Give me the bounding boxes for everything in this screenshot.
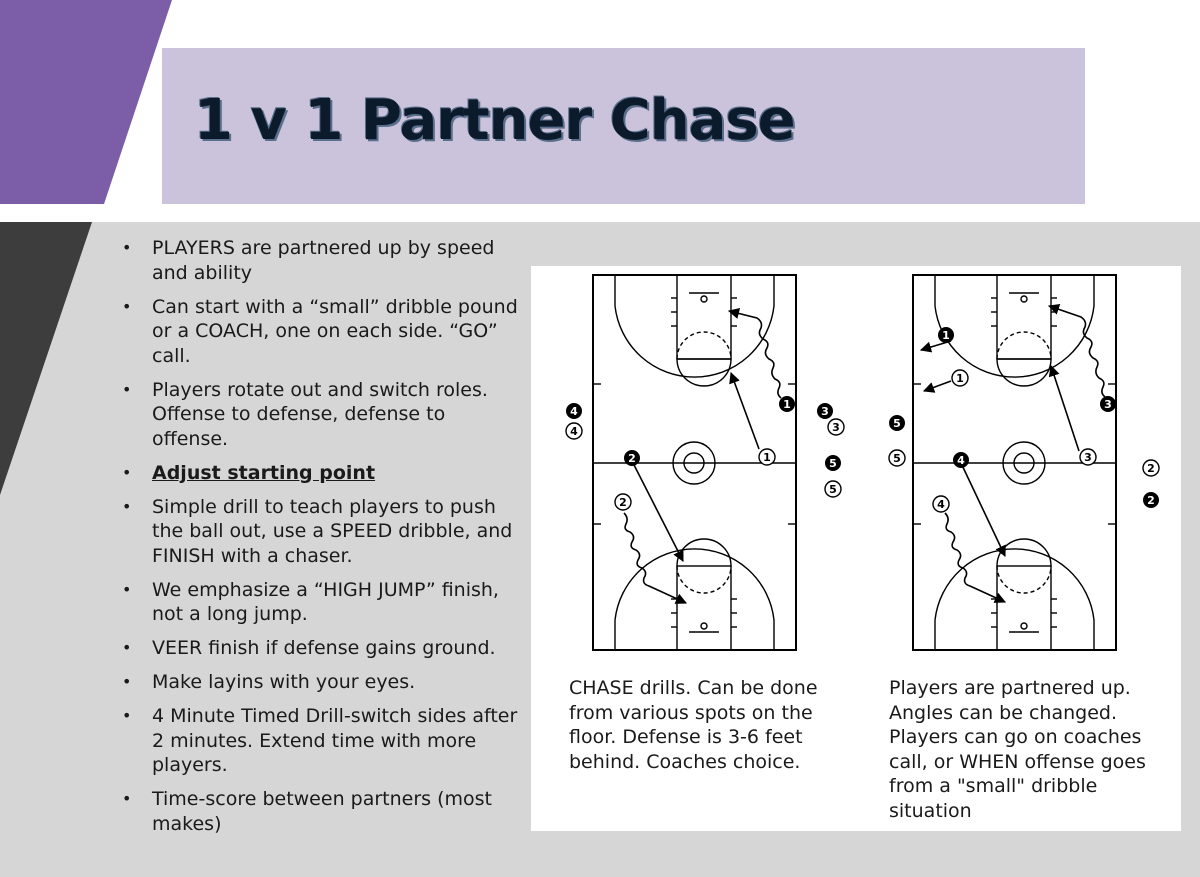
svg-text:1: 1 <box>942 329 950 342</box>
offense-player-5: 5 <box>824 480 842 498</box>
svg-text:3: 3 <box>821 405 829 418</box>
svg-text:5: 5 <box>893 452 901 465</box>
offense-player-1: 1 <box>951 369 969 387</box>
defense-player-4: 4 <box>953 452 969 468</box>
bullet-item: •4 Minute Timed Drill-switch sides after… <box>122 705 518 776</box>
svg-text:4: 4 <box>570 425 578 438</box>
purple-accent-shape <box>0 0 172 204</box>
svg-text:3: 3 <box>1084 451 1092 464</box>
bullet-item-emphasis: •Adjust starting point <box>122 461 376 484</box>
svg-text:4: 4 <box>937 498 945 511</box>
svg-text:5: 5 <box>829 457 837 470</box>
offense-player-3: 3 <box>1079 448 1097 466</box>
bullet-icon: • <box>122 579 132 599</box>
svg-text:3: 3 <box>1104 398 1112 411</box>
offense-player-2: 2 <box>614 493 632 511</box>
svg-text:5: 5 <box>829 483 837 496</box>
svg-text:1: 1 <box>783 398 791 411</box>
defense-player-1: 1 <box>938 327 954 343</box>
bullet-item: •Can start with a “small” dribble pound … <box>122 295 518 367</box>
bullet-icon: • <box>122 638 132 657</box>
bullet-icon: • <box>122 789 132 808</box>
page-title: 1 v 1 Partner Chase <box>194 88 796 153</box>
bullet-item: •Time-score between partners (most makes… <box>122 788 492 835</box>
paths-right <box>919 303 1106 603</box>
defense-player-5: 5 <box>825 455 841 471</box>
dark-accent-shape <box>0 222 92 495</box>
title-banner: 1 v 1 Partner Chase <box>162 48 1085 204</box>
bullet-icon: • <box>122 238 132 257</box>
caption-right: Players are partnered up. Angles can be … <box>889 677 1146 822</box>
svg-text:4: 4 <box>957 454 965 467</box>
defense-player-2: 2 <box>624 450 640 466</box>
offense-player-2: 2 <box>1142 459 1160 477</box>
court-right <box>912 274 1117 651</box>
caption-left: CHASE drills. Can be done from various s… <box>569 677 818 773</box>
defense-player-3: 3 <box>817 403 833 419</box>
bullet-icon: • <box>122 672 132 691</box>
bullet-item: •PLAYERS are partnered up by speed and a… <box>122 237 495 284</box>
svg-text:1: 1 <box>956 372 964 385</box>
defense-player-4: 4 <box>566 403 582 419</box>
defense-player-2: 2 <box>1143 492 1159 508</box>
offense-player-4: 4 <box>565 422 583 440</box>
offense-player-5: 5 <box>888 449 906 467</box>
offense-player-4: 4 <box>932 495 950 513</box>
bullet-list: •PLAYERS are partnered up by speed and a… <box>122 236 527 846</box>
defense-player-5: 5 <box>889 415 905 431</box>
offense-player-1: 1 <box>758 448 776 466</box>
svg-text:2: 2 <box>1147 494 1155 507</box>
svg-text:5: 5 <box>893 417 901 430</box>
diagram-panel: 1 1 2 2 3 3 5 5 4 4 <box>531 266 1181 831</box>
svg-text:1: 1 <box>763 451 771 464</box>
bullet-item: •Players rotate out and switch roles. Of… <box>122 378 488 450</box>
bullet-item: •Simple drill to teach players to push t… <box>122 495 513 567</box>
bullet-item: •We emphasize a “HIGH JUMP” finish, not … <box>122 578 499 626</box>
svg-text:2: 2 <box>1147 462 1155 475</box>
svg-text:2: 2 <box>628 452 636 465</box>
defense-player-1: 1 <box>779 396 795 412</box>
bullet-item: •VEER finish if defense gains ground. <box>122 637 496 659</box>
players-right: 1 1 3 3 4 4 5 5 2 2 <box>888 327 1160 513</box>
bullet-item: •Make layins with your eyes. <box>122 671 416 693</box>
bullet-icon: • <box>122 296 132 316</box>
svg-text:3: 3 <box>832 421 840 434</box>
defense-player-3: 3 <box>1100 396 1116 412</box>
court-diagrams: 1 1 2 2 3 3 5 5 4 4 <box>565 274 1160 651</box>
offense-player-3: 3 <box>827 418 845 436</box>
paths-left <box>623 308 782 604</box>
bullet-icon: • <box>122 706 132 725</box>
bullet-icon: • <box>122 496 132 516</box>
players-left: 1 1 2 2 3 3 5 5 4 4 <box>565 396 845 511</box>
svg-text:2: 2 <box>619 496 627 509</box>
svg-text:4: 4 <box>570 405 578 418</box>
bullet-icon: • <box>122 462 132 482</box>
bullet-icon: • <box>122 379 132 399</box>
